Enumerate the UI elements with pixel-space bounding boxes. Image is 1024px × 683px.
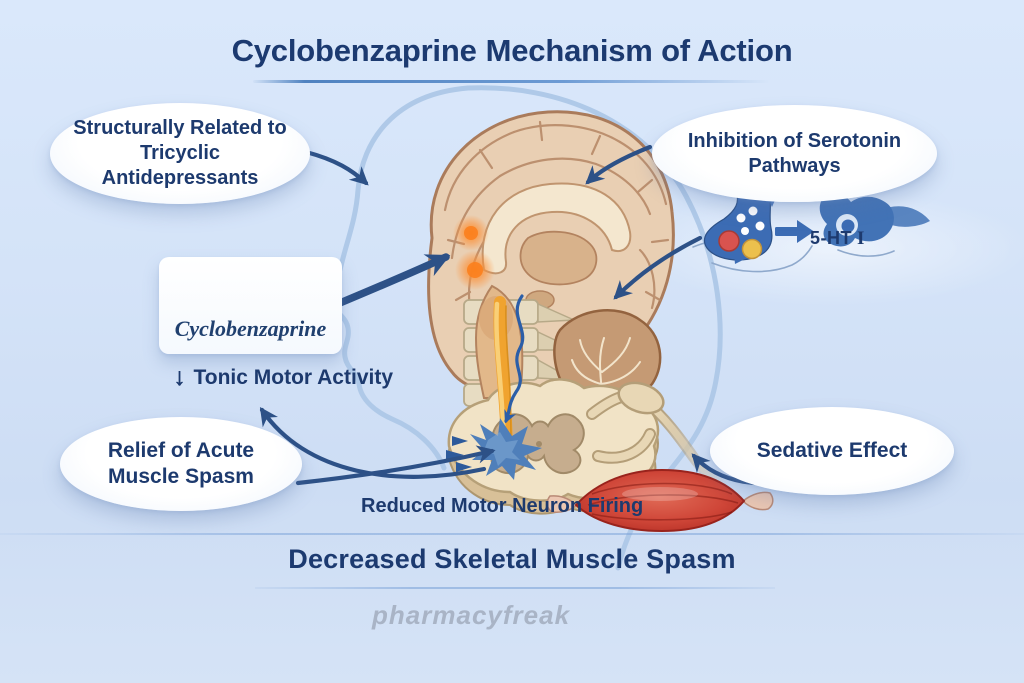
arrow-relief-to-cord bbox=[295, 445, 496, 486]
decreased-skeletal-muscle-spasm-label: Decreased Skeletal Muscle Spasm bbox=[288, 544, 736, 574]
arrow-cord-to-tonic bbox=[259, 406, 487, 479]
arrow-serotonin-to-brain bbox=[585, 144, 653, 185]
bubble-relief-label: Relief of Acute Muscle Spasm bbox=[107, 438, 255, 488]
receptor-state-glyph: I bbox=[857, 228, 865, 249]
bubble-structurally-related: Structurally Related to Tricyclic Antide… bbox=[50, 103, 310, 204]
dorsal-root-ganglion bbox=[617, 381, 665, 415]
receptor-name: 5-HT bbox=[810, 228, 852, 248]
bubble-relief-muscle-spasm: Relief of Acute Muscle Spasm bbox=[60, 417, 302, 511]
postsynaptic-neuron bbox=[819, 192, 930, 247]
descending-inhibitory-line bbox=[504, 294, 525, 424]
bubble-structural-label: Structurally Related to Tricyclic Antide… bbox=[73, 117, 287, 189]
tonic-motor-activity-label: ↓ Tonic Motor Activity bbox=[173, 362, 394, 391]
arrow-structural-to-brain bbox=[303, 149, 369, 186]
neurotransmitter-yellow bbox=[741, 238, 763, 260]
title-drug-name: Cyclobenzaprine bbox=[231, 33, 477, 68]
bubble-sedative-label: Sedative Effect bbox=[756, 438, 908, 462]
divider-lower bbox=[255, 587, 775, 589]
skeletal-muscle-illustration bbox=[546, 468, 774, 533]
down-arrow-icon: ↓ bbox=[173, 362, 186, 391]
central-canal bbox=[536, 441, 542, 447]
tonic-motor-activity-text: Tonic Motor Activity bbox=[193, 366, 394, 389]
serotonin-synapse-icon bbox=[692, 187, 930, 273]
watermark: pharmacyfreak bbox=[372, 600, 571, 630]
arrow-synapse-to-brainstem bbox=[613, 235, 703, 300]
thalamus bbox=[519, 230, 598, 286]
title-rest: Mechanism of Action bbox=[485, 33, 793, 68]
synaptic-vesicles bbox=[736, 206, 765, 235]
bubble-serotonin-label: Inhibition of Serotonin Pathways bbox=[687, 129, 902, 177]
divider-upper bbox=[0, 533, 1024, 535]
serotonin-molecule bbox=[841, 219, 855, 233]
corpus-callosum bbox=[481, 182, 632, 275]
inhibition-splash bbox=[446, 418, 542, 480]
splash-arrows bbox=[446, 436, 472, 472]
reduced-motor-neuron-firing-label: Reduced Motor Neuron Firing bbox=[361, 495, 644, 517]
muscle-fibers bbox=[587, 482, 739, 521]
neurotransmitter-red bbox=[718, 230, 740, 252]
title-underline bbox=[253, 80, 771, 83]
cyclobenzaprine-box-label: Cyclobenzaprine bbox=[174, 316, 327, 341]
synapse-right-arrow-icon bbox=[775, 220, 814, 243]
bubble-sedative-effect: Sedative Effect bbox=[710, 407, 954, 495]
cyclobenzaprine-box: Cyclobenzaprine bbox=[159, 257, 342, 354]
spinal-nerve-root bbox=[586, 381, 728, 491]
bubble-serotonin-inhibition: Inhibition of Serotonin Pathways bbox=[652, 105, 937, 202]
brainstem-activity-glow bbox=[453, 215, 495, 290]
neurotransmitter-triangle bbox=[734, 254, 745, 264]
